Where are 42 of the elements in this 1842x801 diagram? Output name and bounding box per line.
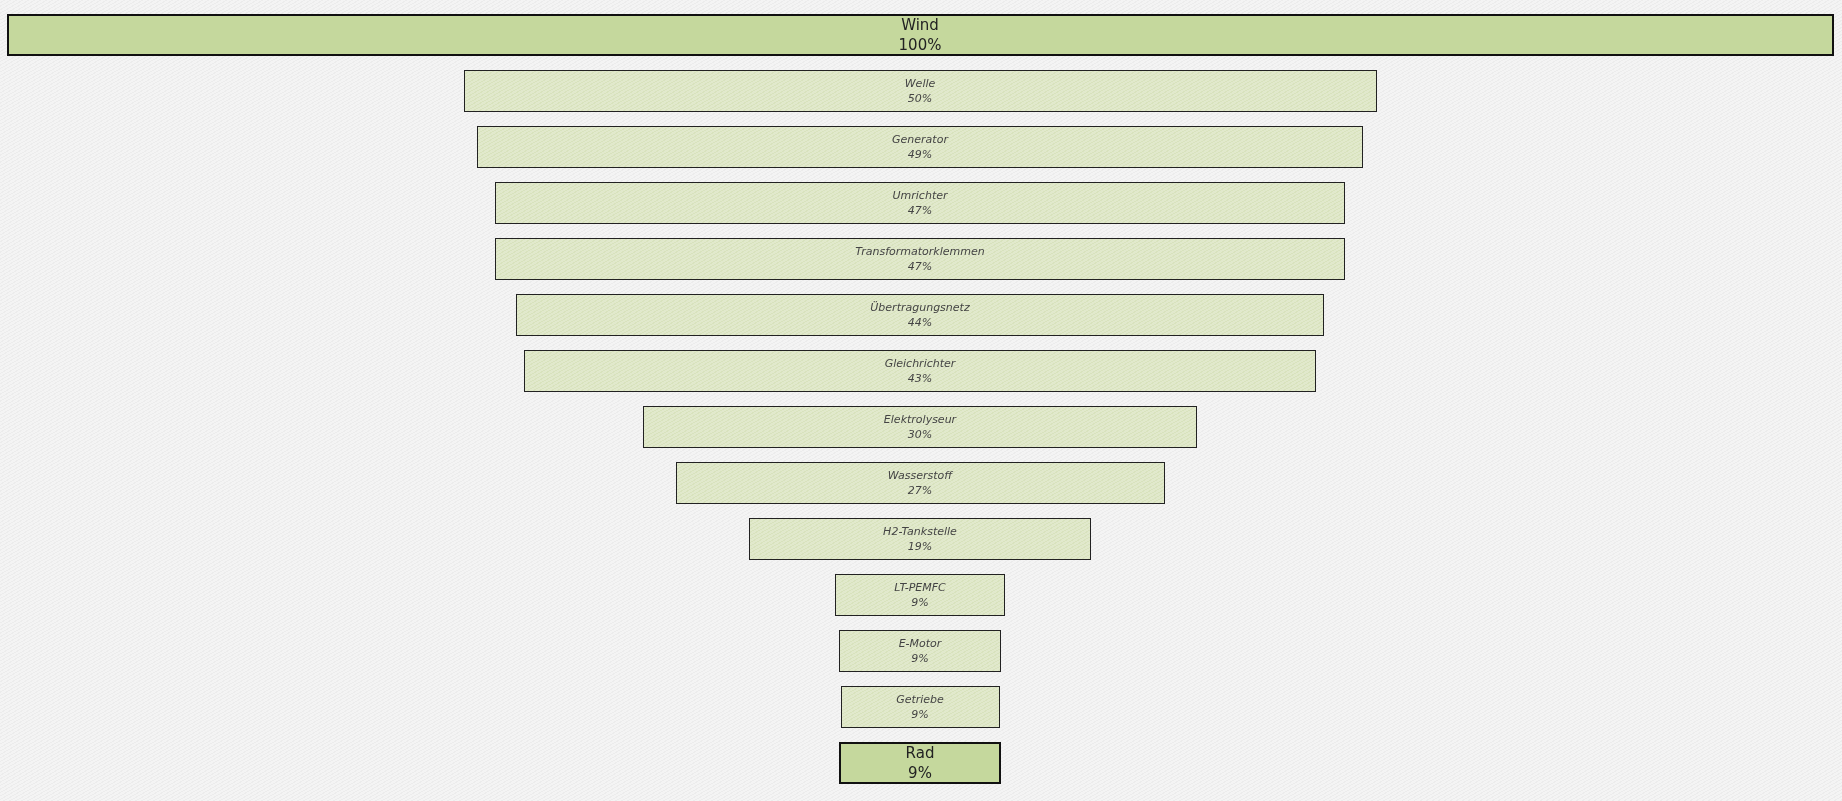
efficiency-percent: 47% [907,259,933,274]
stage-name: LT-PEMFC [894,580,946,595]
funnel-bar [835,574,1005,616]
efficiency-percent: 19% [907,539,933,554]
efficiency-percent: 9% [908,763,932,783]
efficiency-percent: 43% [907,371,933,386]
funnel-bar [840,686,1000,728]
efficiency-percent: 9% [911,595,929,610]
efficiency-percent: 9% [911,651,929,666]
funnel-bar [495,238,1345,280]
stage-name: E-Motor [898,636,942,651]
stage-name: Umrichter [892,188,948,203]
stage-name: Gleichrichter [884,356,956,371]
funnel-bar [675,462,1165,504]
funnel-bar [839,630,1001,672]
efficiency-percent: 47% [907,203,933,218]
funnel-bar [463,70,1377,112]
efficiency-percent: 50% [907,91,933,106]
stage-name: Generator [892,132,948,147]
funnel-bar [495,182,1345,224]
stage-name: Rad [905,743,935,763]
stage-name: Übertragungsnetz [870,300,970,315]
stage-name: Getriebe [896,692,944,707]
stage-name: Wind [901,15,939,35]
stage-name: Elektrolyseur [883,412,957,427]
stage-name: H2-Tankstelle [883,524,957,539]
funnel-bar [643,406,1197,448]
funnel-bar [477,126,1363,168]
efficiency-percent: 9% [911,707,929,722]
stage-name: Wasserstoff [887,468,953,483]
funnel-bar [6,14,1834,56]
efficiency-percent: 100% [898,35,942,55]
efficiency-percent: 44% [907,315,933,330]
funnel-bar [516,294,1324,336]
efficiency-percent: 49% [907,147,933,162]
efficiency-percent: 30% [907,427,933,442]
efficiency-percent: 27% [907,483,933,498]
funnel-bar [839,742,1001,784]
funnel-bar [524,350,1316,392]
funnel-bar [749,518,1091,560]
stage-name: Welle [904,76,936,91]
stage-name: Transformatorklemmen [855,244,985,259]
